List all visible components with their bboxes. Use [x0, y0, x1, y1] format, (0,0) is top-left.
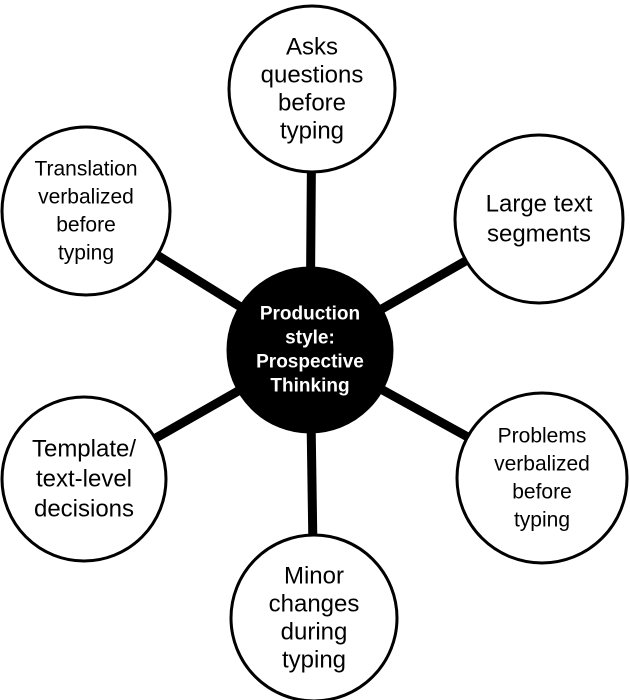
- node-circle: [453, 133, 625, 305]
- node-large-text-segments-line-2: segments: [487, 221, 591, 248]
- node-asks-questions-line-4: typing: [280, 118, 344, 145]
- node-asks-questions-line-3: before: [278, 90, 346, 117]
- node-template-decisions: Template/text-level decisions: [0, 395, 168, 563]
- node-problems-verbalized-line-1: Problems: [498, 425, 587, 448]
- hub-label-line-1: Production: [260, 304, 360, 325]
- hub-circle: [226, 266, 394, 434]
- node-minor-changes-line-3: during: [281, 619, 348, 646]
- node-template-decisions-line-3: decisions: [34, 496, 134, 523]
- node-template-decisions-line-1: Template/: [32, 436, 136, 463]
- node-minor-changes-line-2: changes: [269, 591, 360, 618]
- node-circle: [0, 125, 172, 297]
- node-asks-questions-line-2: questions: [261, 62, 364, 89]
- node-translation-verbalized: Translation verbalized before typing: [0, 125, 172, 297]
- node-circle: [227, 4, 397, 174]
- node-minor-changes-line-4: typing: [282, 647, 346, 674]
- node-translation-verbalized-line-1: Translation: [34, 158, 137, 181]
- node-minor-changes-line-1: Minor: [284, 563, 344, 590]
- node-large-text-segments: Large text segments: [453, 133, 625, 305]
- node-translation-verbalized-line-2: verbalized: [38, 186, 134, 209]
- node-template-decisions-line-2: text-level: [36, 466, 132, 493]
- hub-label-line-2: style:: [285, 328, 335, 349]
- node-large-text-segments-line-1: Large text: [486, 191, 593, 218]
- node-circle: [0, 395, 168, 563]
- hub-label-line-3: Prospective: [256, 352, 364, 373]
- node-translation-verbalized-line-3: before: [56, 214, 116, 237]
- node-circle: [229, 533, 399, 700]
- node-problems-verbalized-line-3: before: [512, 481, 572, 504]
- hub-label-line-4: Thinking: [270, 376, 349, 397]
- node-problems-verbalized-line-2: verbalized: [494, 453, 590, 476]
- node-problems-verbalized-line-4: typing: [514, 509, 570, 532]
- node-asks-questions-line-1: Asks: [286, 34, 338, 61]
- node-translation-verbalized-line-4: typing: [58, 242, 114, 265]
- node-circle: [455, 391, 629, 565]
- node-problems-verbalized: Problems verbalized before typing: [455, 391, 629, 565]
